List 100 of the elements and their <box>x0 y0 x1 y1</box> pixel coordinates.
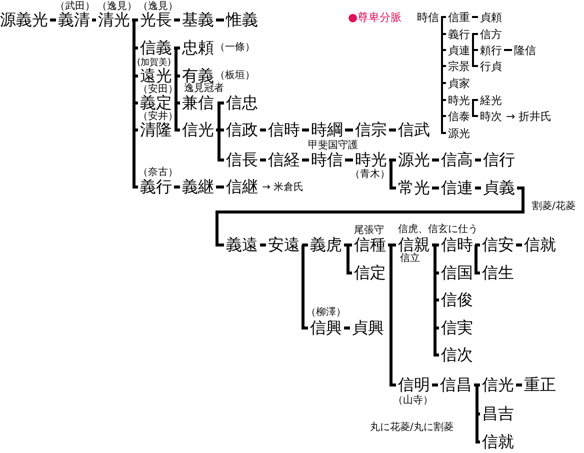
note-text: 割菱/花菱 <box>532 202 576 212</box>
person-name: 信昌 <box>440 377 472 393</box>
person-name: 義行 <box>448 28 470 40</box>
person-name: 貞興 <box>352 320 384 336</box>
person-name: 貞連 <box>448 44 470 56</box>
connector-line <box>388 244 396 386</box>
annotation-text: 信虎、信玄に仕う <box>398 225 478 235</box>
annotation-text: （青木） <box>350 170 390 180</box>
connector-line <box>216 128 224 162</box>
person-name: 清光 <box>98 12 130 28</box>
person-name: 信光 <box>482 377 514 393</box>
person-name: 信高 <box>441 152 473 168</box>
connector-line <box>302 244 308 246</box>
person-name: 忠頼 <box>182 40 214 56</box>
connector-line <box>216 186 524 246</box>
person-name: 時光 <box>448 94 470 106</box>
annotation-text: 逸見冠者 <box>184 84 224 94</box>
connector-line <box>432 384 438 386</box>
person-name: 時次 <box>480 110 502 122</box>
person-name: 信長 <box>226 152 258 168</box>
person-name: 信時 <box>268 122 300 138</box>
annotation-text: （安井） <box>138 112 178 122</box>
connector-line <box>345 158 353 162</box>
person-name: 安遠 <box>268 237 300 253</box>
person-name: 経光 <box>480 94 502 106</box>
connector-line <box>302 158 309 162</box>
person-name: 信経 <box>268 152 300 168</box>
person-name: 貞頼 <box>480 12 502 22</box>
person-name: 信忠 <box>226 95 258 111</box>
person-name: 源光 <box>448 128 470 138</box>
person-name: 信光 <box>182 122 214 138</box>
person-name: 行貞 <box>480 60 502 72</box>
person-name: 信行 <box>483 152 515 168</box>
person-name: 頼行 <box>480 44 502 56</box>
connector-line <box>504 49 512 51</box>
connector-line <box>216 18 224 22</box>
connector-line <box>92 18 96 22</box>
connector-line <box>475 186 481 190</box>
person-name: 信方 <box>480 28 502 40</box>
person-name: 信種 <box>354 237 386 253</box>
person-name: 信時 <box>441 237 473 253</box>
connector-line <box>474 244 480 246</box>
note-text: ●尊卑分脈 <box>348 12 402 22</box>
connector-line <box>345 128 353 132</box>
person-name: 宗景 <box>448 60 470 72</box>
annotation-text: 甲斐国守護 <box>308 141 358 151</box>
person-name: 信就 <box>524 237 556 253</box>
person-name: 時信 <box>417 12 439 22</box>
person-name: 光長 <box>140 12 172 28</box>
annotation-text: （奈古） <box>138 168 178 178</box>
annotation-text: （柳澤） <box>306 308 346 318</box>
connector-line <box>301 244 308 330</box>
person-name: 信泰 <box>448 110 470 122</box>
connector-line <box>516 244 522 246</box>
connector-line <box>174 186 180 188</box>
person-name: 信宗 <box>355 122 387 138</box>
connector-line <box>472 16 478 18</box>
person-name: 義定 <box>140 95 172 111</box>
person-name: 信定 <box>354 265 386 281</box>
person-name: 信連 <box>441 180 473 196</box>
person-name: 惟義 <box>226 12 258 28</box>
person-name: 信生 <box>482 265 514 281</box>
connector-line <box>389 128 396 132</box>
person-name: 義清 <box>58 12 90 28</box>
annotation-text: 信立 <box>400 254 420 264</box>
person-name: 常光 <box>398 180 430 196</box>
person-name: 義行 <box>140 179 172 195</box>
person-name: 時綱 <box>311 122 343 138</box>
annotation-text: （逸見） <box>138 2 178 12</box>
annotation-text: 尾張守 <box>354 226 384 236</box>
annotation-text: → 折井氏 <box>506 110 552 122</box>
connector-line <box>432 158 439 162</box>
person-name: 信就 <box>482 434 514 450</box>
connector-line <box>389 158 396 190</box>
person-name: 重正 <box>524 377 556 393</box>
annotation-text: （安田） <box>138 85 178 95</box>
person-name: 清隆 <box>140 122 172 138</box>
person-name: 信実 <box>441 320 473 336</box>
connector-line <box>344 244 352 274</box>
person-name: 昌吉 <box>482 406 514 422</box>
person-name: 時光 <box>355 152 387 168</box>
person-name: 信義 <box>140 40 172 56</box>
connector-line <box>472 33 478 35</box>
person-name: 信俊 <box>441 292 473 308</box>
annotation-text: → 米倉氏 <box>262 183 304 193</box>
connector-line <box>474 244 480 274</box>
person-name: 貞義 <box>483 180 515 196</box>
person-name: 源義光 <box>0 12 48 28</box>
person-name: 信興 <box>310 320 342 336</box>
person-name: 信重 <box>448 12 470 22</box>
person-name: 信継 <box>226 179 258 195</box>
person-name: 隆信 <box>514 44 536 56</box>
person-name: 遠光 <box>140 68 172 84</box>
connector-line <box>472 99 478 101</box>
annotation-text: （板垣） <box>215 71 255 81</box>
connector-line <box>441 16 446 18</box>
person-name: 信親 <box>398 237 430 253</box>
person-name: 時信 <box>311 152 343 168</box>
connector-line <box>50 18 56 22</box>
connector-line <box>432 186 439 190</box>
